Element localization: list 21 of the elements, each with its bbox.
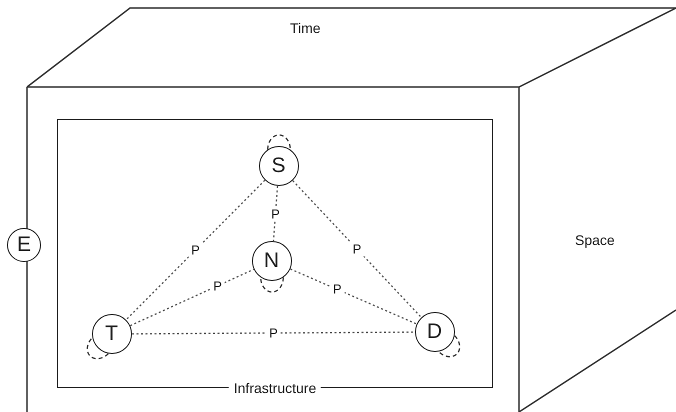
self-loop (438, 335, 460, 358)
connector-line (130, 268, 254, 326)
circle-node: E (7, 228, 41, 262)
circle-node: N (252, 240, 292, 280)
circle-node: S (258, 146, 298, 186)
self-loop (86, 337, 109, 360)
circle-node: D (414, 312, 454, 352)
connector-line (290, 268, 417, 325)
connector-line (292, 180, 422, 318)
frame-label: Infrastructure (228, 380, 322, 396)
self-loop (267, 134, 291, 150)
connector-line (272, 186, 278, 242)
circle-node: T (92, 314, 132, 354)
connector-line (132, 331, 415, 335)
connector-line (126, 180, 266, 320)
face-label: Time (290, 20, 321, 36)
edge-label: P (188, 242, 203, 258)
self-loop (260, 277, 284, 293)
face-label: Space (575, 232, 615, 248)
edge-label: P (266, 326, 281, 340)
edge-label: P (350, 242, 364, 256)
